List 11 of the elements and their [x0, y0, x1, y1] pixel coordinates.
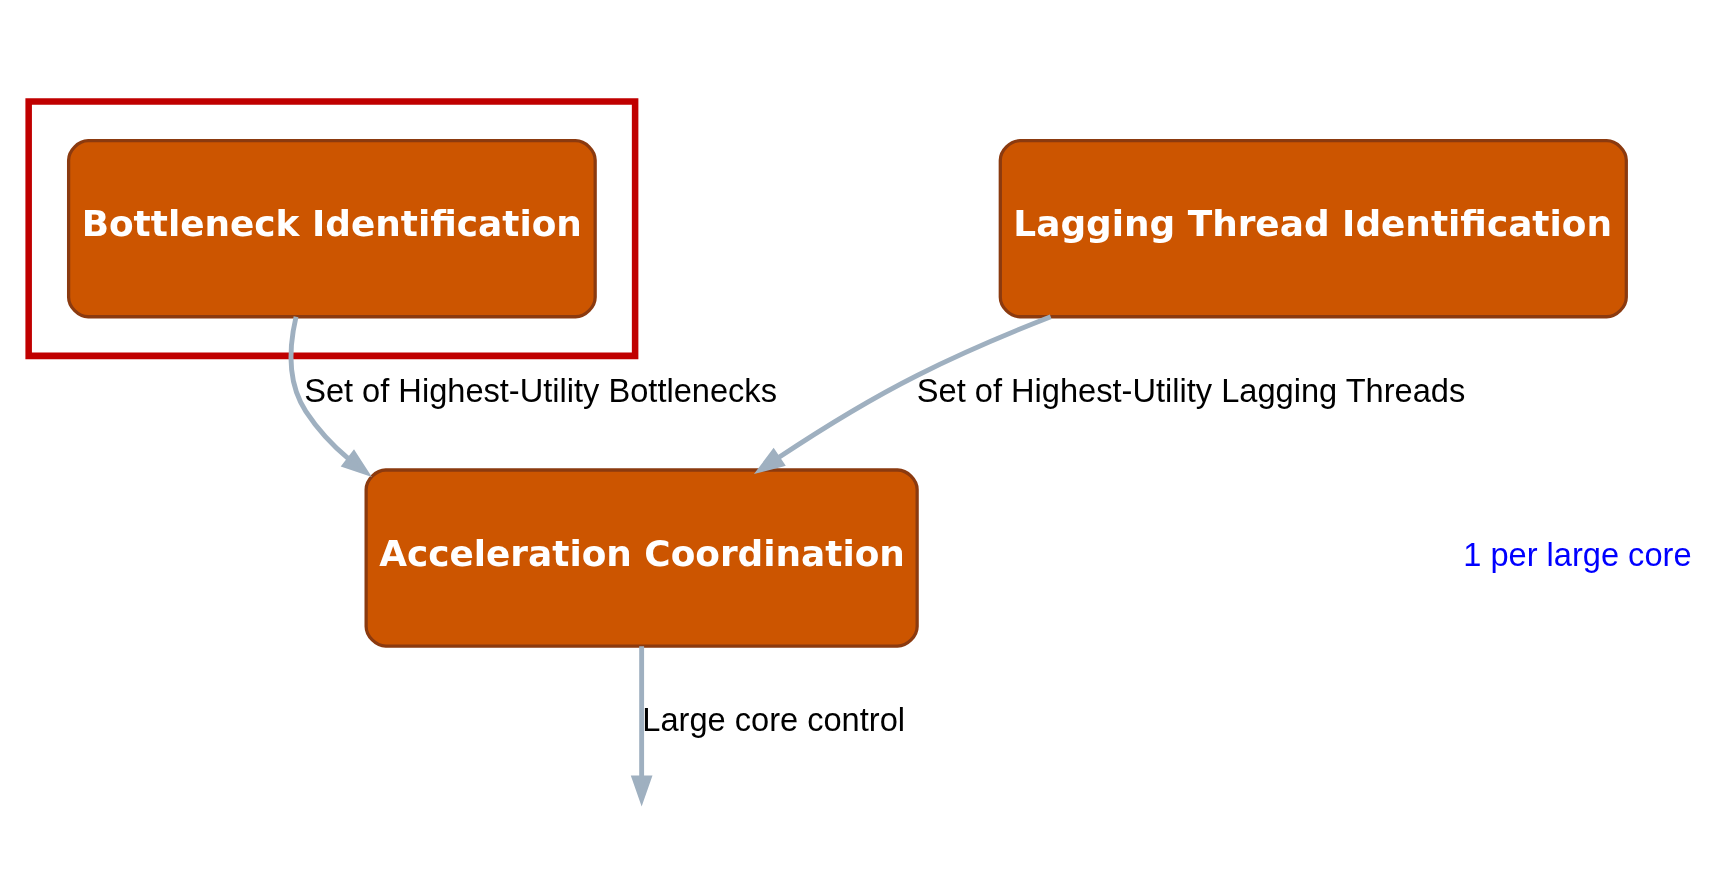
arrow: [630, 646, 653, 807]
node-box: Lagging Thread Identification: [998, 139, 1628, 319]
arrow: [753, 314, 1052, 475]
edge-label: Set of Highest-Utility Lagging Threads: [916, 371, 1466, 409]
node-box: Bottleneck Identification: [67, 139, 597, 319]
label: 1 per large core: [1463, 536, 1692, 574]
cluster: [25, 98, 639, 360]
arrow: [288, 316, 372, 477]
node-box: Acceleration Coordination: [364, 468, 919, 648]
edge-label: Set of Highest-Utility Bottlenecks: [304, 371, 777, 409]
edge-label: Large core control: [642, 700, 906, 738]
